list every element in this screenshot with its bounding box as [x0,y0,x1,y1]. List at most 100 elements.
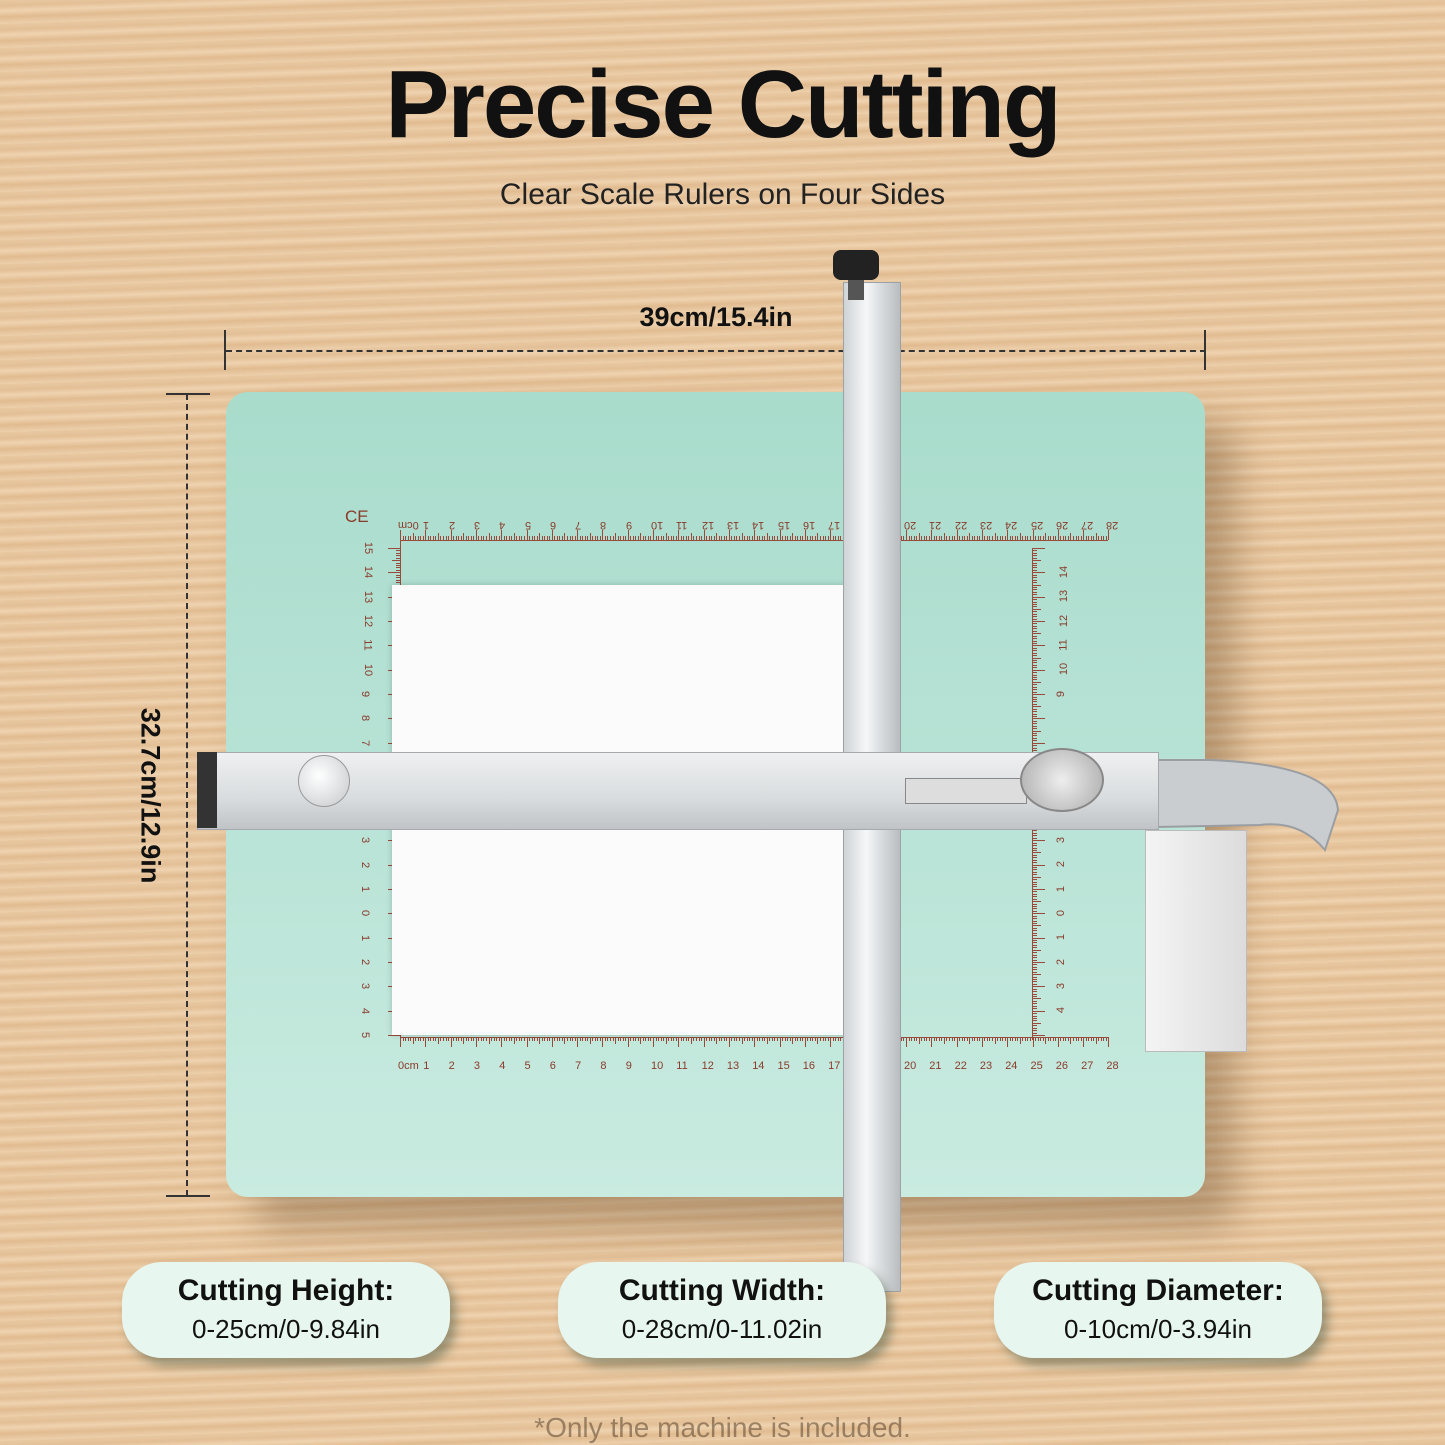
ruler-tick [574,1037,576,1041]
height-adjust-knob[interactable] [833,250,879,280]
ce-mark: CE [345,507,369,526]
ruler-tick [1050,536,1052,540]
ruler-tick [526,530,528,540]
ruler-label: 5 [524,519,531,531]
ruler-tick [766,1037,768,1044]
ruler-tick [478,536,480,540]
ruler-tick [388,1035,400,1036]
ruler-tick [635,1037,637,1041]
ruler-tick [1033,640,1037,642]
ruler-tick [1033,691,1037,693]
ruler-tick [908,1037,910,1041]
ruler-tick [739,1037,741,1041]
ruler-tick [458,1037,460,1041]
ruler-tick [756,1037,758,1041]
ruler-tick [1033,905,1037,907]
ruler-tick [1033,932,1037,934]
ruler-tick [1033,871,1037,873]
ruler-tick [407,536,409,540]
ruler-tick [688,1037,690,1041]
ruler-tick [911,1037,913,1041]
ruler-tick [1033,572,1045,574]
ruler-tick [825,1037,827,1041]
ruler-tick [599,1037,601,1041]
ruler-tick [627,1037,629,1047]
ruler-tick [954,536,956,540]
ruler-label: 4 [499,519,506,531]
ruler-tick [812,536,814,540]
ruler-tick [1033,574,1037,576]
ruler-tick [396,574,400,576]
ruler-tick [776,1037,778,1041]
ruler-tick [396,579,400,581]
dimension-end [166,393,210,395]
ruler-tick [430,1037,432,1041]
ruler-tick [1033,577,1037,579]
ruler-tick [708,1037,710,1041]
ruler-tick [784,1037,786,1041]
ruler-tick [1033,913,1045,915]
ruler-tick [1033,672,1037,674]
ruler-tick [1100,536,1102,540]
ruler-tick [453,536,455,540]
ruler-tick [1027,1037,1029,1041]
ruler-tick [1093,1037,1095,1041]
ruler-tick [1033,596,1045,598]
ruler-tick [1027,536,1029,540]
ruler-tick [577,530,579,540]
ruler-tick [480,1037,482,1041]
ruler-tick [1033,557,1037,559]
ruler-tick [1007,1037,1009,1047]
ruler-tick [756,536,758,540]
ruler-tick [792,1037,794,1044]
ruler-tick [1033,728,1037,730]
ruler-tick [1033,940,1037,942]
ruler-tick [1108,530,1110,540]
ruler-tick [1017,1037,1019,1041]
ruler-tick [1075,1037,1077,1041]
subtitle: Clear Scale Rulers on Four Sides [499,178,946,211]
ruler-tick [716,1037,718,1044]
ruler-tick [460,1037,462,1041]
ruler-tick [1033,840,1045,842]
ruler-tick [584,536,586,540]
ruler-tick [1033,655,1037,657]
ruler-label: 0cm [398,519,419,531]
ruler-tick [938,536,940,540]
ruler-tick [1033,986,1045,988]
ruler-tick [1033,669,1045,671]
ruler-tick [630,1037,632,1041]
ruler-tick [486,536,488,540]
ruler-tick [794,1037,796,1041]
ruler-tick [1033,555,1037,557]
ruler-tick [1033,701,1037,703]
arm-lock-knob[interactable] [298,755,350,807]
ruler-label: 10 [651,1060,664,1072]
blade-carriage[interactable] [905,778,1027,804]
ruler-label: 23 [979,1060,993,1072]
ruler-tick [1033,608,1041,610]
ruler-tick [625,536,627,540]
ruler-tick [923,1037,925,1041]
ruler-tick [1033,698,1037,700]
ruler-tick [1033,677,1037,679]
ruler-tick [400,540,1108,541]
ruler-label: 9 [359,691,372,698]
ruler-label: 1 [1055,885,1068,892]
ruler-tick [976,1037,978,1041]
ruler-tick [1033,582,1037,584]
ruler-tick [769,1037,771,1041]
ruler-tick [1024,1037,1026,1041]
ruler-tick [809,1037,811,1041]
ruler-tick [417,1037,419,1041]
ruler-label: 2 [359,861,372,868]
ruler-tick [549,1037,551,1041]
ruler-tick [640,533,642,540]
ruler-tick [516,1037,518,1041]
ruler-tick [396,567,400,569]
ruler-tick [969,533,971,540]
ruler-tick [1040,1037,1042,1041]
ruler-tick [597,536,599,540]
ruler-tick [1033,745,1037,747]
ruler-tick [491,536,493,540]
